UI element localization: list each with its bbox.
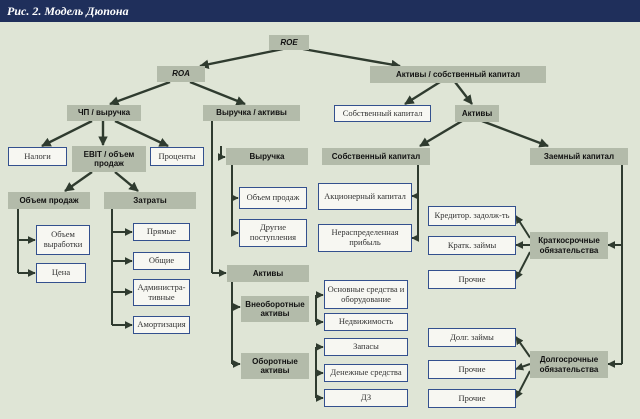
node-direct-label: Прямые [146,226,177,237]
figure-header: Рис. 2. Модель Дюпона [0,0,640,22]
node-revenue: Выручка [226,148,308,165]
node-share-capital: Акционерный капитал [318,183,412,210]
node-assets-top: Активы [455,105,499,122]
node-interest-label: Проценты [158,150,196,161]
node-inventory-label: Запасы [353,341,379,352]
node-output-volume-label: Объем выработки [43,229,83,249]
node-equity-top: Собственный капитал [334,105,431,122]
node-np-revenue: ЧП / выручка [67,105,141,121]
node-sales-volume: Объем продаж [8,192,90,209]
node-real-estate-label: Недвижимость [338,316,394,327]
node-amortization-label: Амортизация [137,319,186,330]
node-other-1-label: Прочие [458,273,486,284]
node-other-3-label: Прочие [458,392,486,403]
node-overhead: Общие [133,252,190,270]
node-assets-label: Активы [252,268,284,278]
node-debt-label: Заемный капитал [543,151,615,161]
node-costs-label: Затраты [133,195,167,205]
node-other-2: Прочие [428,360,516,379]
node-cash: Денежные средства [324,364,408,382]
node-lt-loans: Долг. займы [428,328,516,347]
node-st-loans-label: Кратк. займы [447,239,497,250]
node-current-label: Оборотные активы [252,356,298,375]
node-short-term-label: Краткосрочные обязательства [538,236,600,255]
node-assets-equity-label: Активы / собственный капитал [395,69,521,79]
node-long-term-label: Долгосрочные обязательства [539,355,599,374]
node-receivables-label: ДЗ [360,392,372,403]
node-interest: Проценты [150,147,204,166]
node-equity-label: Собственный капитал [331,151,421,161]
node-fixed-assets-label: Основные средства и оборудование [327,283,405,304]
node-retained-earnings-label: Нераспределенная прибыль [331,227,399,247]
node-equity-top-label: Собственный капитал [342,107,423,118]
node-lt-loans-label: Долг. займы [450,331,494,342]
node-inventory: Запасы [324,338,408,356]
node-output-volume: Объем выработки [36,225,90,255]
node-roa: ROA [157,66,205,82]
node-admin: Администра-тивные [133,279,190,306]
node-other-2-label: Прочие [458,363,486,374]
node-noncurrent-label: Внеоборотные активы [245,299,305,318]
node-roe: ROE [269,35,309,50]
node-short-term: Краткосрочные обязательства [530,232,608,259]
node-fixed-assets: Основные средства и оборудование [324,280,408,309]
node-costs: Затраты [104,192,196,209]
node-creditors: Кредитор. задолж-ть [428,206,516,226]
node-revenue-assets: Выручка / активы [203,105,300,121]
node-other-1: Прочие [428,270,516,289]
node-other-income: Другие поступления [239,219,307,247]
node-price-label: Цена [51,267,71,278]
node-creditors-label: Кредитор. задолж-ть [434,210,510,221]
node-assets-equity: Активы / собственный капитал [370,66,546,83]
node-other-3: Прочие [428,389,516,408]
node-noncurrent: Внеоборотные активы [241,296,309,322]
node-overhead-label: Общие [148,255,175,266]
node-direct: Прямые [133,223,190,241]
node-share-capital-label: Акционерный капитал [324,190,406,201]
figure-title: Рис. 2. Модель Дюпона [7,4,129,18]
node-roa-label: ROA [172,69,190,79]
node-sales-volume-label: Объем продаж [19,195,79,205]
node-revenue-assets-label: Выручка / активы [216,108,287,118]
node-debt: Заемный капитал [530,148,628,165]
node-ebit-sales: EBIT / объем продаж [72,146,146,172]
node-roe-label: ROE [280,37,298,47]
node-cash-label: Денежные средства [330,367,402,378]
node-assets: Активы [227,265,309,282]
node-current: Оборотные активы [241,353,309,379]
node-taxes-label: Налоги [24,150,51,161]
node-assets-top-label: Активы [461,108,493,118]
node-taxes: Налоги [8,147,67,166]
node-st-loans: Кратк. займы [428,236,516,255]
node-sales-volume-2-label: Объем продаж [246,192,300,203]
node-long-term: Долгосрочные обязательства [530,351,608,378]
node-np-revenue-label: ЧП / выручка [77,108,131,118]
node-retained-earnings: Нераспределенная прибыль [318,224,412,252]
node-equity: Собственный капитал [322,148,430,165]
node-other-income-label: Другие поступления [249,222,297,242]
node-admin-label: Администра-тивные [137,281,186,302]
node-amortization: Амортизация [133,316,190,334]
node-ebit-sales-label: EBIT / объем продаж [83,149,135,168]
node-price: Цена [36,263,86,283]
node-sales-volume-2: Объем продаж [239,187,307,209]
node-revenue-label: Выручка [249,151,285,161]
node-receivables: ДЗ [324,389,408,407]
node-real-estate: Недвижимость [324,313,408,331]
